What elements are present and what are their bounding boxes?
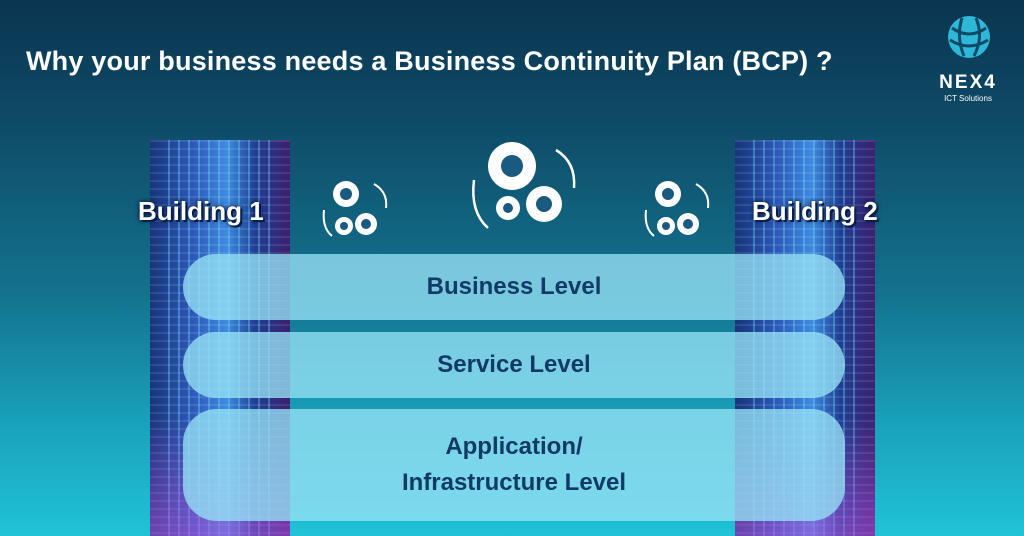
service-level-label: Service Level [437,351,591,378]
company-logo: NEX4 ICT Solutions [910,14,1010,114]
infrastructure-level-bar: Application/ Infrastructure Level [183,409,845,521]
logo-name: NEX4 [939,72,997,93]
gears-sync-icon [472,142,576,229]
business-level-bar: Business Level [183,254,845,320]
infrastructure-level-label-line1: Application/ [445,433,583,460]
page-title: Why your business needs a Business Conti… [26,46,833,76]
globe-logo-icon [948,16,990,58]
gears-sync-icon [322,181,388,237]
gears-sync-icon [644,181,710,237]
building-2-label: Building 2 [752,196,878,226]
service-level-bar: Service Level [183,332,845,398]
business-level-label: Business Level [426,273,602,300]
building-1-label: Building 1 [138,196,264,226]
infrastructure-level-label-line2: Infrastructure Level [401,469,627,496]
logo-subtitle: ICT Solutions [944,94,992,103]
